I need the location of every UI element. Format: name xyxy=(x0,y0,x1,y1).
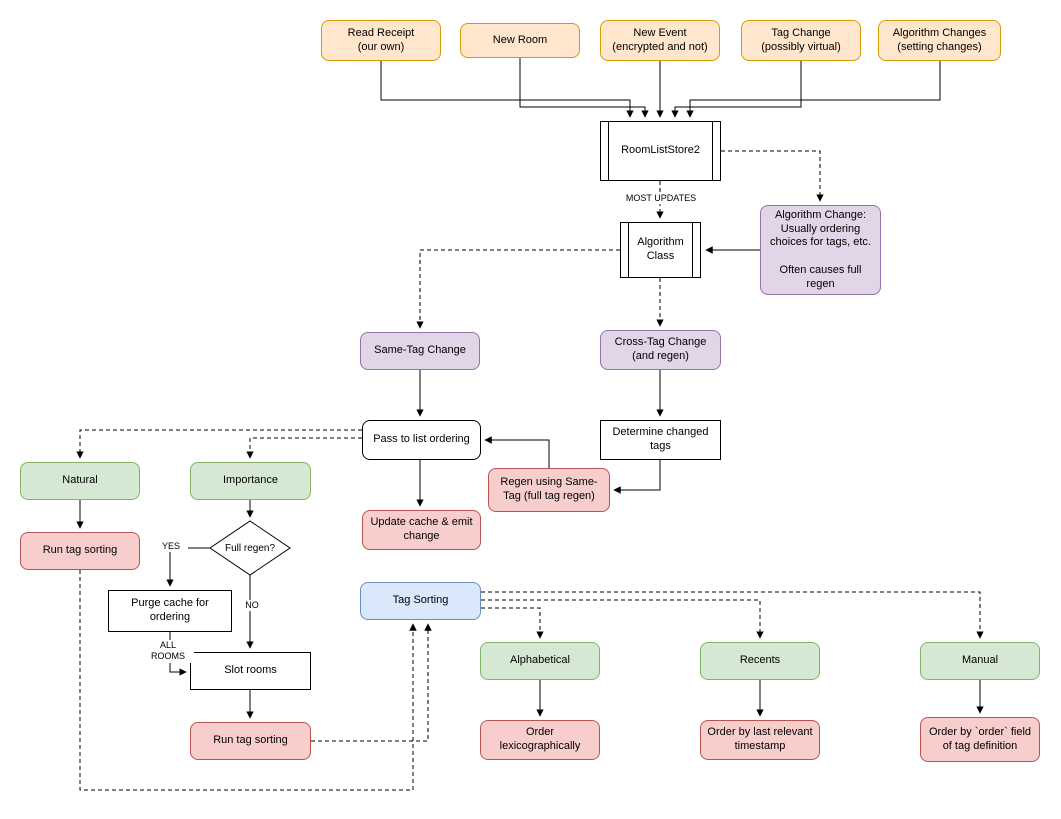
node-new-room: New Room xyxy=(460,23,580,58)
node-natural: Natural xyxy=(20,462,140,500)
edge-algorithm-class-to-same-tag xyxy=(416,249,620,329)
edge-determine-to-regen xyxy=(613,460,661,494)
node-full-regen-label: Full regen? xyxy=(224,542,276,554)
node-tag-sorting: Tag Sorting xyxy=(360,582,481,620)
edge-run-tag-sorting-left-to-tag-sorting xyxy=(79,570,417,791)
edge-tag-change-to-store xyxy=(671,61,802,118)
edge-full-regen-yes-to-purge xyxy=(166,547,210,587)
edge-algorithm-changes-to-store xyxy=(686,61,941,118)
node-update-cache-emit-change: Update cache & emit change xyxy=(362,510,481,550)
edge-label-yes: YES xyxy=(154,541,188,553)
node-same-tag-change: Same-Tag Change xyxy=(360,332,480,370)
node-recents: Recents xyxy=(700,642,820,680)
node-pass-to-list-ordering: Pass to list ordering xyxy=(362,420,481,460)
node-manual: Manual xyxy=(920,642,1040,680)
edge-label-no: NO xyxy=(238,600,266,612)
edge-tag-sorting-to-recents xyxy=(481,599,764,639)
node-run-tag-sorting-left: Run tag sorting xyxy=(20,532,140,570)
node-order-by-last-relevant-timestamp: Order by last relevant timestamp xyxy=(700,720,820,760)
edge-store-to-algorithm-change-note xyxy=(721,150,824,202)
edge-pass-to-natural xyxy=(76,429,362,459)
node-slot-rooms: Slot rooms xyxy=(190,652,311,690)
node-read-receipt: Read Receipt (our own) xyxy=(321,20,441,61)
node-order-by-order-field: Order by `order` field of tag definition xyxy=(920,717,1040,762)
full-regen-diamond xyxy=(209,520,291,576)
edge-tag-sorting-to-manual xyxy=(481,591,984,639)
node-new-event: New Event (encrypted and not) xyxy=(600,20,720,61)
edge-read-receipt-to-store xyxy=(380,61,634,118)
node-tag-change: Tag Change (possibly virtual) xyxy=(741,20,861,61)
node-importance: Importance xyxy=(190,462,311,500)
node-alphabetical: Alphabetical xyxy=(480,642,600,680)
node-run-tag-sorting-right: Run tag sorting xyxy=(190,722,311,760)
node-algorithm-changes: Algorithm Changes (setting changes) xyxy=(878,20,1001,61)
edge-tag-sorting-to-alphabetical xyxy=(481,607,544,639)
node-algorithm-class: Algorithm Class xyxy=(620,222,701,278)
edge-run-tag-sorting-right-to-tag-sorting xyxy=(311,623,432,742)
node-cross-tag-change: Cross-Tag Change (and regen) xyxy=(600,330,721,370)
edge-new-room-to-store xyxy=(519,58,649,118)
edge-label-all-rooms: ALL ROOMS xyxy=(142,640,194,663)
node-order-lexicographically: Order lexicographically xyxy=(480,720,600,760)
node-purge-cache-for-ordering: Purge cache for ordering xyxy=(108,590,232,632)
edge-label-most-updates: MOST UPDATES xyxy=(613,193,709,205)
edge-regen-to-pass xyxy=(484,436,550,468)
node-algorithm-change-note: Algorithm Change: Usually ordering choic… xyxy=(760,205,881,295)
node-determine-changed-tags: Determine changed tags xyxy=(600,420,721,460)
edge-pass-to-importance xyxy=(246,437,362,459)
node-regen-using-same-tag: Regen using Same- Tag (full tag regen) xyxy=(488,468,610,512)
node-room-list-store2: RoomListStore2 xyxy=(600,121,721,181)
